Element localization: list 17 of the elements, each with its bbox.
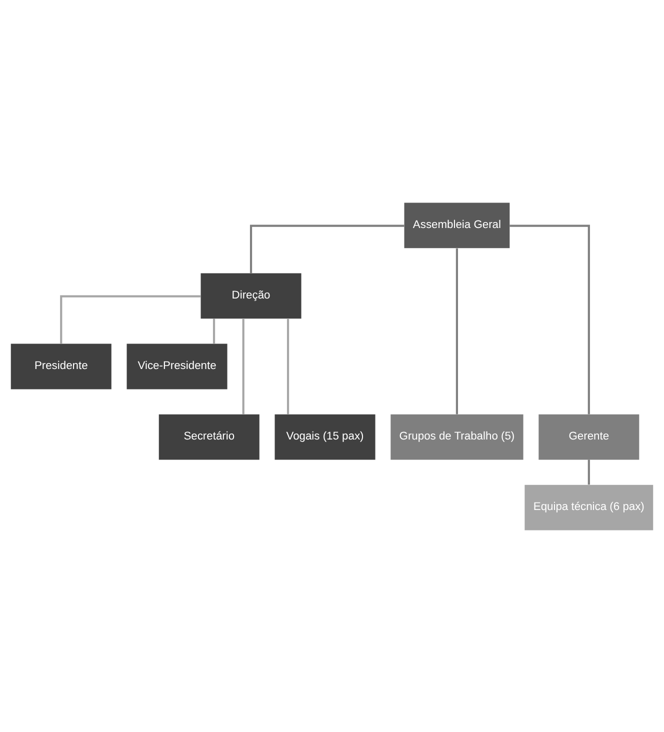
node-box: Equipa técnica (6 pax)	[524, 484, 654, 530]
node-box: Gerente	[538, 414, 640, 460]
node-box: Secretário	[158, 414, 260, 460]
connector	[286, 318, 290, 414]
connector	[588, 459, 590, 484]
connector	[250, 224, 404, 273]
node-box: Assembleia Geral	[404, 202, 510, 248]
node-box: Vogais (15 pax)	[274, 414, 376, 460]
node-box: Direção	[200, 272, 302, 318]
connector	[212, 318, 216, 344]
connector	[510, 224, 590, 414]
node-box: Presidente	[10, 343, 112, 389]
node-box: Grupos de Trabalho (5)	[390, 414, 524, 460]
connector	[60, 294, 201, 344]
connector	[242, 318, 244, 414]
node-box: Vice-Presidente	[126, 343, 228, 389]
connector	[456, 248, 458, 414]
